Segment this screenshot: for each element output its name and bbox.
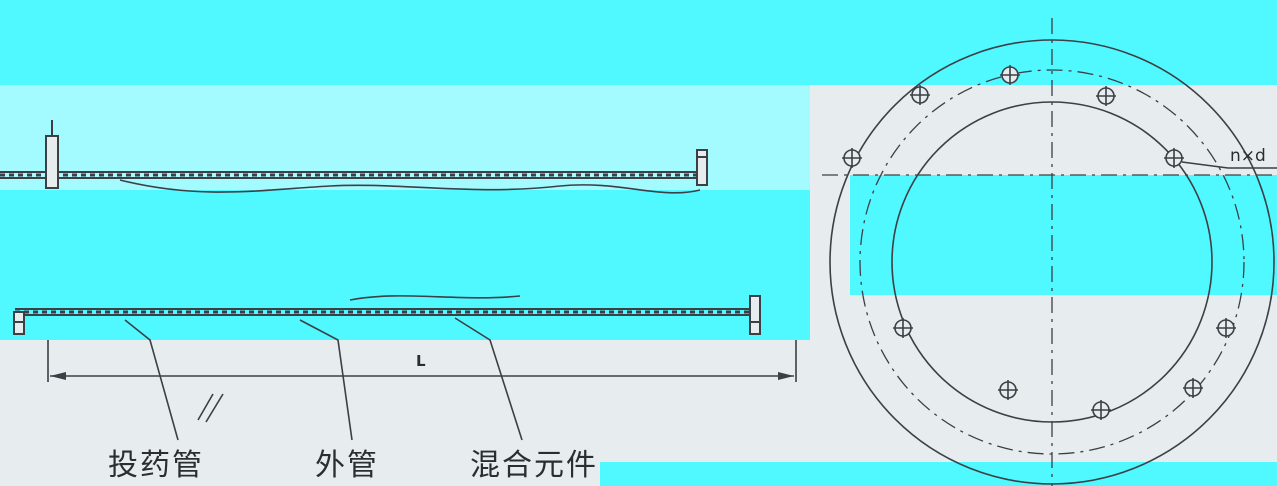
cyan-band-bottom <box>600 462 1277 486</box>
cyan-band-top <box>0 0 1277 85</box>
label-bolt-holes: n×d <box>1230 146 1266 166</box>
length-dimension <box>47 340 797 382</box>
injection-pipe <box>45 120 59 189</box>
outer-pipe <box>0 171 760 316</box>
cyan-band-right <box>850 175 1277 295</box>
leader-lines <box>124 317 523 441</box>
cyan-band-middle <box>0 190 810 340</box>
bolt-holes <box>842 65 1236 420</box>
label-length: L <box>416 352 426 370</box>
flange-end-view <box>822 18 1277 486</box>
label-mixing-element: 混合元件 <box>470 448 598 483</box>
label-outer-pipe: 外管 <box>315 448 379 483</box>
label-injection-pipe: 投药管 <box>108 448 204 483</box>
mixing-element <box>119 179 701 301</box>
flanges <box>13 149 761 335</box>
